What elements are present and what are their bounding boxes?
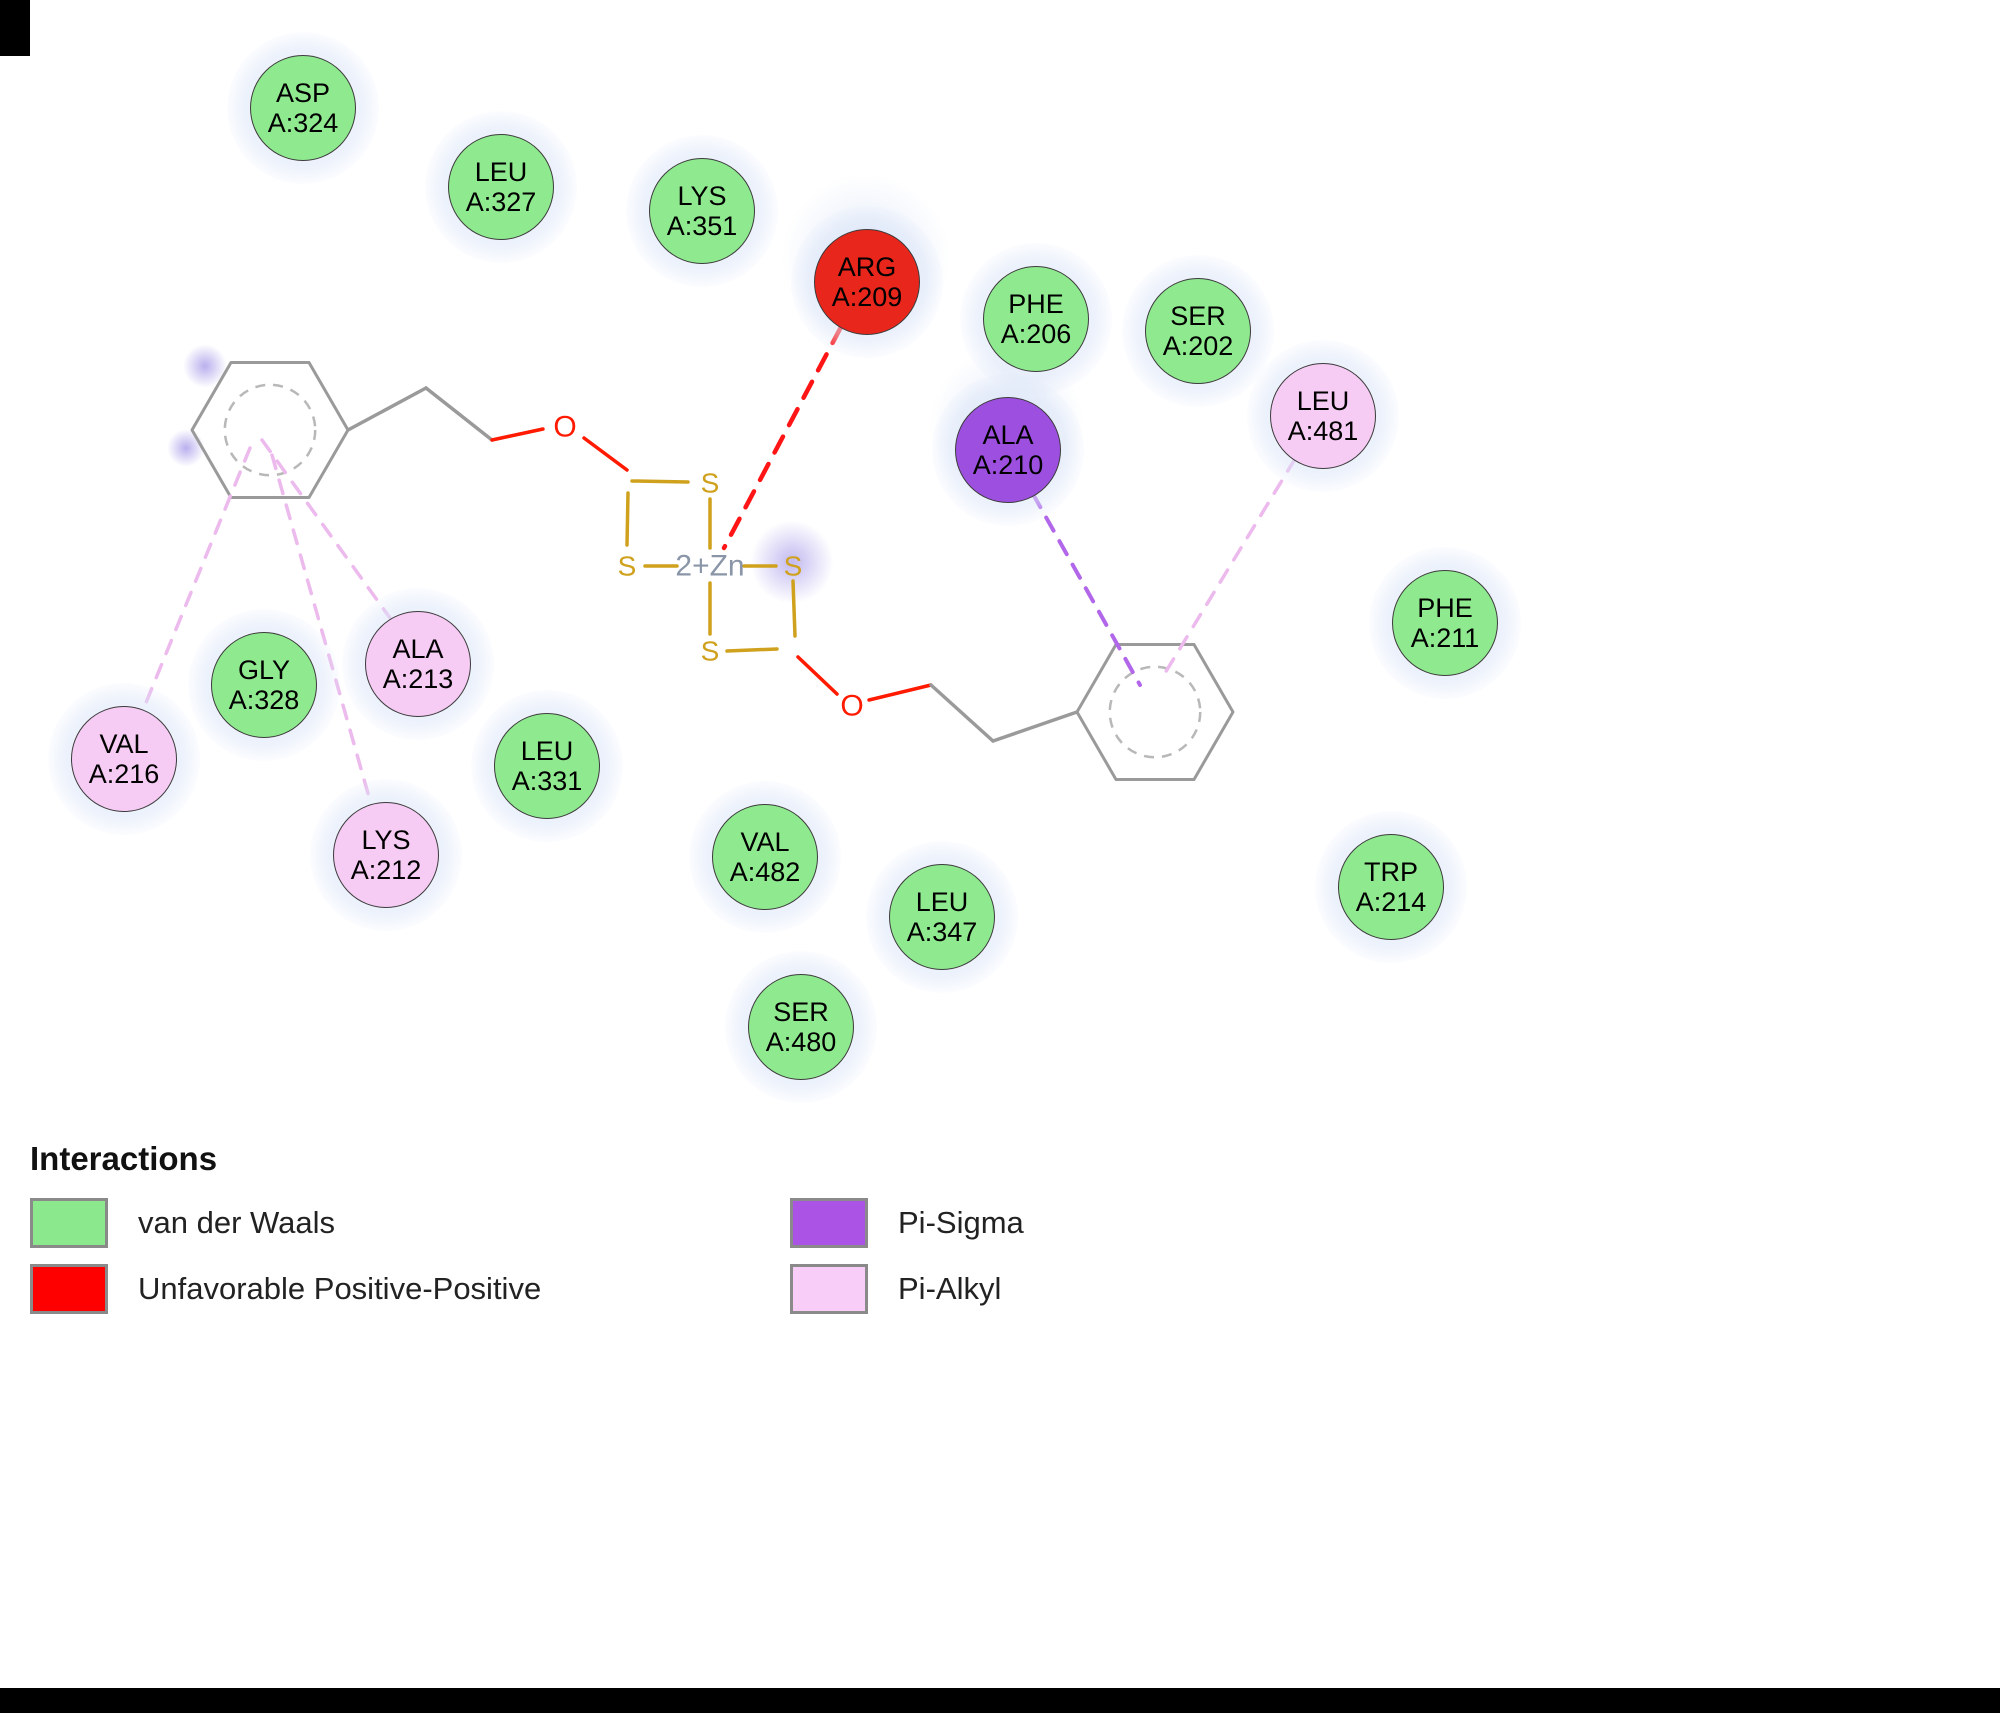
atom-label-s: S xyxy=(701,468,720,499)
bond xyxy=(929,683,995,743)
benzene-ring xyxy=(190,361,350,499)
legend-item-van-der-waals: van der Waals xyxy=(30,1198,335,1248)
legend-swatch xyxy=(30,1264,108,1314)
bond xyxy=(867,683,933,702)
bond xyxy=(630,479,690,484)
atom-label-2pluszn: 2+Zn xyxy=(675,550,744,583)
legend-label: Pi-Sigma xyxy=(898,1205,1024,1240)
legend-label: van der Waals xyxy=(138,1205,335,1240)
aromatic-circle xyxy=(1108,665,1202,759)
atom-label-s: S xyxy=(618,551,637,582)
pi_alkyl-interaction-line xyxy=(141,446,252,712)
bond xyxy=(490,427,545,442)
top-left-black-mark xyxy=(0,0,30,56)
atom-label-o: O xyxy=(840,690,863,723)
legend-label: Unfavorable Positive-Positive xyxy=(138,1271,542,1306)
bond xyxy=(424,386,494,442)
bottom-black-bar xyxy=(0,1688,2000,1713)
bond xyxy=(625,491,630,547)
legend-title: Interactions xyxy=(30,1140,218,1177)
bond xyxy=(725,647,779,653)
pi_alkyl-interaction-line xyxy=(1160,457,1297,680)
legend-label: Pi-Alkyl xyxy=(898,1271,1002,1306)
atom-label-s: S xyxy=(701,636,720,667)
bond xyxy=(791,579,797,638)
legend-swatch xyxy=(30,1198,108,1248)
legend-swatch xyxy=(790,1264,868,1314)
glow-highlight xyxy=(167,429,205,467)
bond xyxy=(796,655,839,696)
bond xyxy=(582,436,629,472)
bond xyxy=(346,386,428,432)
legend-swatch xyxy=(790,1198,868,1248)
bond xyxy=(991,710,1079,743)
legend-item-pi-sigma: Pi-Sigma xyxy=(790,1198,1024,1248)
legend-item-unfavorable-positive-positive: Unfavorable Positive-Positive xyxy=(30,1264,541,1314)
unfavorable-interaction-line xyxy=(721,324,844,551)
aromatic-circle xyxy=(223,383,317,477)
atom-label-s: S xyxy=(784,551,803,582)
atom-label-o: O xyxy=(553,411,576,444)
legend-item-pi-alkyl: Pi-Alkyl xyxy=(790,1264,1001,1314)
